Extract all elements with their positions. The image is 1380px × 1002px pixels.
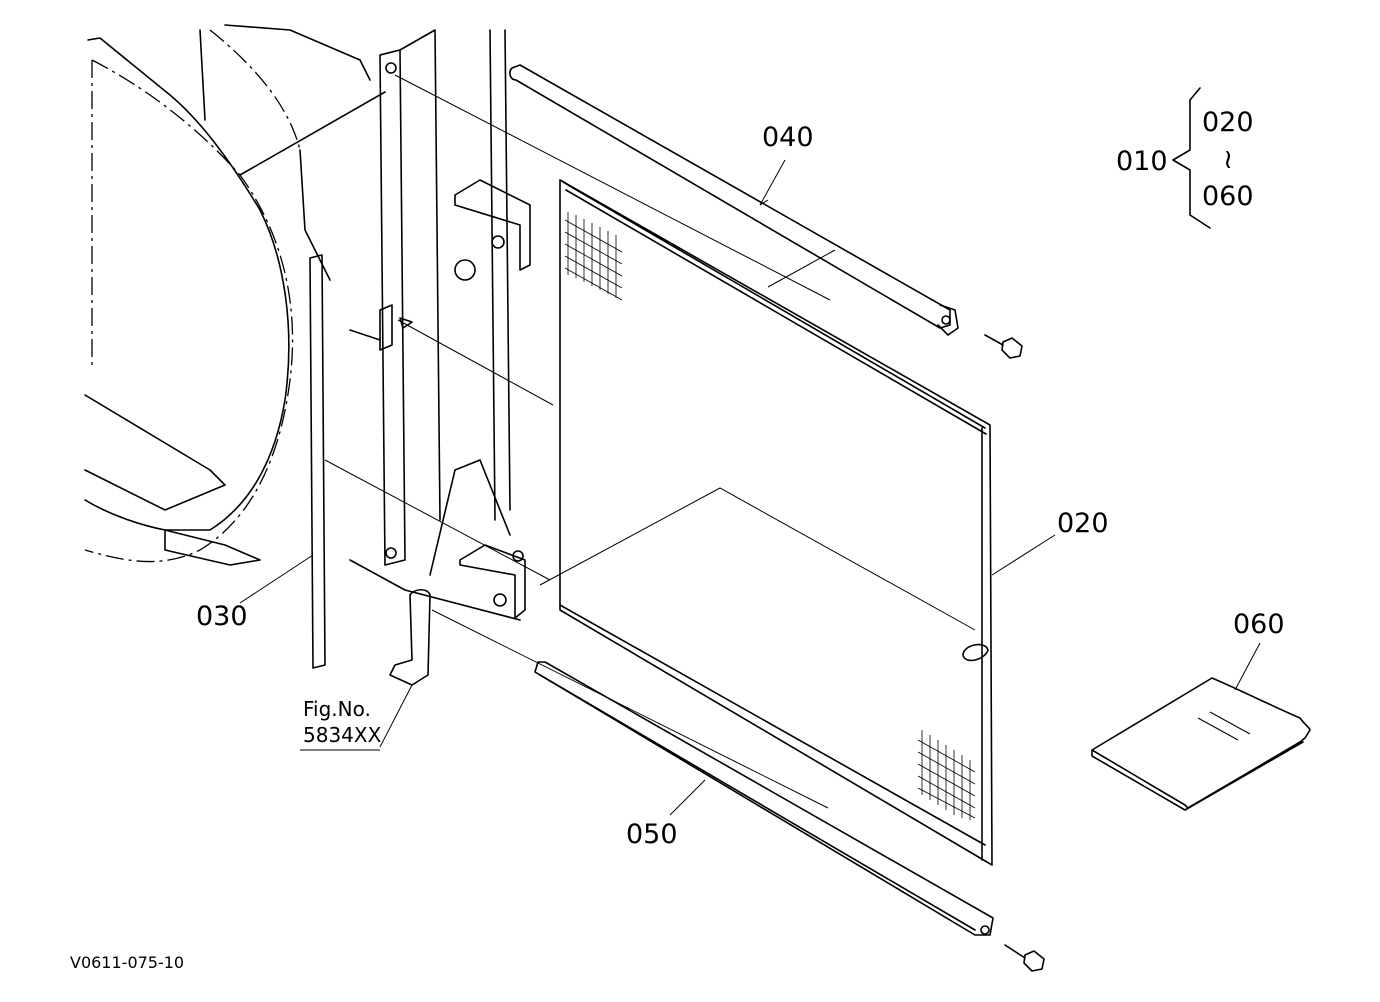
label-040: 040: [762, 122, 814, 153]
part-040-top-rail: [509, 64, 1023, 359]
range-end-label: 060: [1202, 181, 1254, 212]
label-030: 030: [196, 601, 248, 632]
part-020-panel: [559, 179, 993, 866]
frame-pillar: [349, 29, 531, 686]
mesh-bottom-right: [917, 730, 976, 820]
mesh-top-left: [564, 212, 623, 301]
fig-ref-line1: Fig.No.: [303, 697, 371, 721]
range-start-label: 020: [1202, 107, 1254, 138]
label-060: 060: [1233, 609, 1285, 640]
part-050-bottom-rail: [534, 661, 1045, 972]
drawing-code: V0611-075-10: [70, 953, 184, 972]
range-separator: ≀: [1223, 144, 1233, 175]
assembly-label: 010: [1116, 146, 1168, 177]
leader-lines: [239, 74, 1261, 816]
housing-outline: [84, 24, 386, 566]
label-050: 050: [626, 819, 678, 850]
part-060-booklet: [1091, 677, 1311, 811]
part-030-strip: [309, 254, 326, 669]
fig-ref-line2: 5834XX: [303, 723, 382, 747]
label-020: 020: [1057, 508, 1109, 539]
